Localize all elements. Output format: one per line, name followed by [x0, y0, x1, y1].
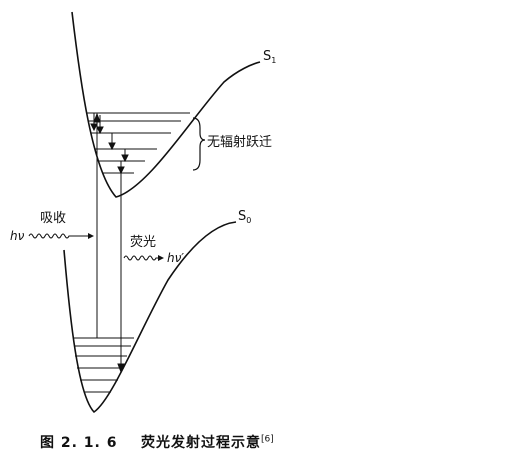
- figure-reference: [6]: [260, 434, 274, 445]
- figure-title: 荧光发射过程示意: [140, 435, 261, 451]
- incident-wave-icon: [28, 233, 90, 239]
- absorption-label: 吸收: [40, 211, 66, 226]
- figure-number: 图 2. 1. 6: [40, 435, 118, 451]
- emitted-wave-icon: [123, 255, 160, 261]
- incident-photon-hv: hν: [10, 229, 25, 243]
- s1-potential-curve: [71, 11, 261, 198]
- fluorescence-diagram: 无辐射跃迁 S1 S0 吸收 hν 荧光 hν′: [10, 11, 276, 414]
- figure-caption: 图 2. 1. 6 荧光发射过程示意[6]: [40, 432, 274, 452]
- emitted-photon: 荧光 hν′: [123, 235, 184, 265]
- absorbed-photon: 吸收 hν: [10, 211, 94, 243]
- nonradiative-cascade-arrows: [90, 113, 129, 175]
- absorption-arrow: [93, 112, 101, 338]
- nonradiative-label: 无辐射跃迁: [207, 134, 272, 150]
- emitted-photon-hv: hν′: [167, 251, 184, 265]
- nonradiative-brace: [192, 117, 206, 171]
- s0-potential-curve: [63, 221, 237, 414]
- s0-label: S0: [238, 209, 251, 225]
- fluorescence-label: 荧光: [130, 235, 156, 250]
- s1-label: S1: [263, 49, 276, 65]
- fluorescence-arrow: [117, 173, 125, 374]
